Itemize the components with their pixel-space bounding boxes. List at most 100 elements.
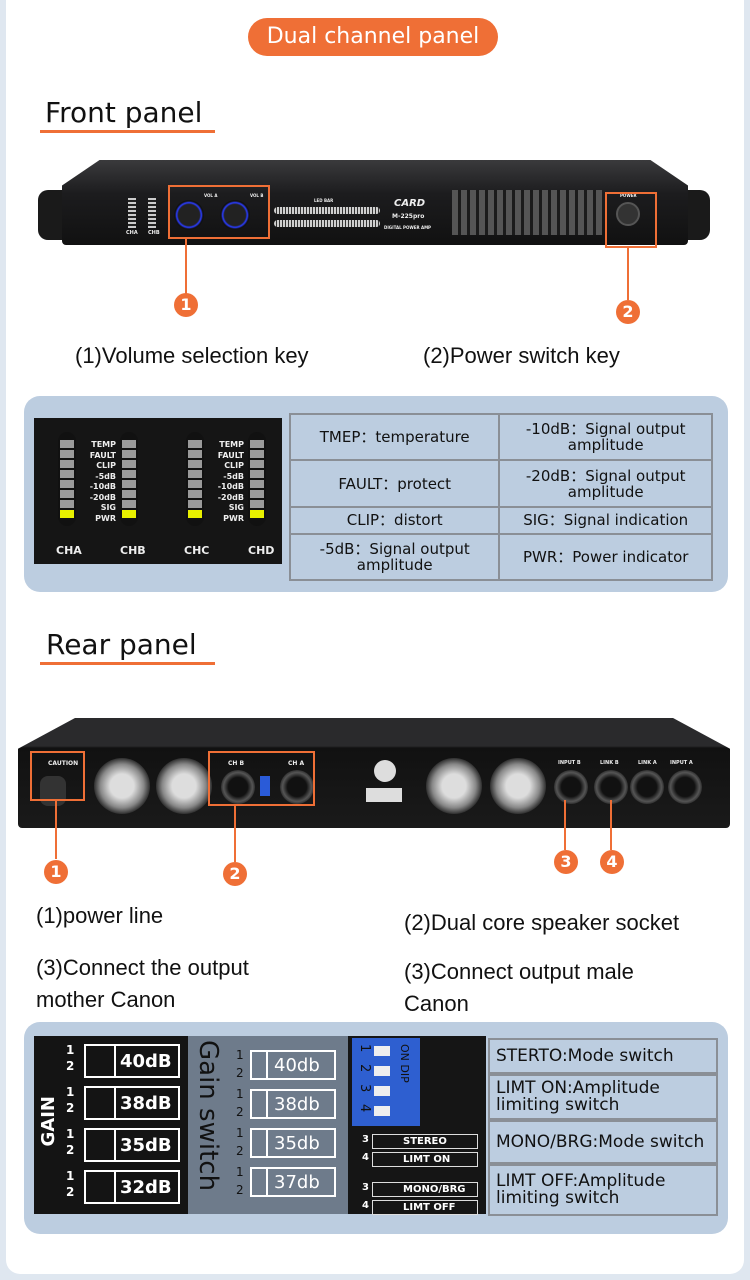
led-segment bbox=[188, 460, 202, 468]
marker-line-1 bbox=[185, 239, 187, 295]
led-label: -5dB bbox=[95, 471, 116, 481]
gain-switch-title: Gain switch bbox=[193, 1040, 223, 1192]
speakon-cha[interactable] bbox=[280, 770, 314, 804]
gain-switch-setting: 37db bbox=[250, 1167, 336, 1197]
mode-label: MONO/BRG bbox=[403, 1184, 466, 1195]
led-bar-label: LED BAR bbox=[314, 198, 334, 203]
on-label: ON bbox=[398, 1044, 411, 1061]
xlr-input-b[interactable] bbox=[554, 770, 588, 804]
legend-row: LIMT ON:Amplitude limiting switch bbox=[488, 1074, 718, 1120]
gain-value: 35db bbox=[274, 1132, 320, 1154]
led-segment bbox=[250, 450, 264, 458]
led-segment bbox=[122, 480, 136, 488]
dip-toggle[interactable] bbox=[374, 1106, 390, 1116]
brand-logo: CARD bbox=[394, 198, 426, 209]
rear-marker-line-1 bbox=[55, 801, 57, 859]
dip-toggle[interactable] bbox=[374, 1086, 390, 1096]
led-column bbox=[120, 432, 138, 526]
led-segment-power bbox=[250, 510, 264, 518]
mode-pin: 3 bbox=[362, 1134, 369, 1145]
led-label: -20dB bbox=[217, 492, 244, 502]
led-segment bbox=[188, 490, 202, 498]
gain-photo-value: 40dB bbox=[120, 1050, 172, 1072]
gain-switch-setting: 35db bbox=[250, 1128, 336, 1158]
gain-switch-setting: 38db bbox=[250, 1089, 336, 1119]
marker-line-2 bbox=[627, 248, 629, 300]
mode-label-box: LIMT OFF bbox=[372, 1200, 478, 1215]
volume-knob-a[interactable] bbox=[174, 200, 204, 230]
gain-switch-setting: 40db bbox=[250, 1050, 336, 1080]
caution-label: CAUTION bbox=[48, 760, 79, 767]
dip-position-number: 4 bbox=[357, 1104, 372, 1113]
led-label: -10dB bbox=[89, 482, 116, 491]
header-pill: Dual channel panel bbox=[248, 18, 498, 56]
led-segment bbox=[60, 490, 74, 498]
channel-label: CHB bbox=[120, 544, 146, 557]
led-label: PWR bbox=[95, 513, 116, 523]
vent-grille bbox=[452, 190, 602, 235]
gain-photo-value: 32dB bbox=[120, 1176, 172, 1198]
dip-position-number: 3 bbox=[357, 1084, 372, 1093]
led-segment bbox=[122, 450, 136, 458]
led-segment bbox=[60, 460, 74, 468]
speakon-chb[interactable] bbox=[221, 770, 255, 804]
led-label: -20dB bbox=[89, 492, 116, 502]
led-segment bbox=[188, 480, 202, 488]
fan-2 bbox=[156, 758, 212, 814]
gain-photo-switch: 38dB bbox=[84, 1086, 180, 1120]
gain-photo-value: 38dB bbox=[120, 1092, 172, 1114]
power-highlight-box bbox=[605, 192, 657, 248]
led-label: -10dB bbox=[217, 482, 244, 491]
front-panel-title: Front panel bbox=[45, 96, 203, 129]
led-label: -5dB bbox=[223, 471, 244, 481]
legend-row: STERTO:Mode switch bbox=[488, 1038, 718, 1074]
led-meter-a bbox=[128, 198, 136, 228]
rear-marker-1: 1 bbox=[44, 860, 68, 884]
led-label: TEMP bbox=[91, 440, 116, 449]
power-switch[interactable] bbox=[616, 202, 640, 226]
gain-label: GAIN bbox=[38, 1096, 59, 1147]
led-segment bbox=[250, 480, 264, 488]
xlr-link-b[interactable] bbox=[594, 770, 628, 804]
xlr-link-a[interactable] bbox=[630, 770, 664, 804]
model-subtitle: DIGITAL POWER AMP bbox=[384, 225, 431, 230]
led-segment-power bbox=[60, 510, 74, 518]
led-label: FAULT bbox=[217, 450, 244, 460]
fan-3 bbox=[426, 758, 482, 814]
dip-position-number: 1 bbox=[357, 1044, 372, 1053]
led-segment-power bbox=[122, 510, 136, 518]
gain-value: 40db bbox=[274, 1054, 320, 1076]
dip-switch[interactable] bbox=[260, 776, 270, 796]
xlr-input-a[interactable] bbox=[668, 770, 702, 804]
led-segment-power bbox=[188, 510, 202, 518]
led-label: FAULT bbox=[89, 450, 116, 460]
mode-pin: 4 bbox=[362, 1200, 369, 1211]
volume-knob-b[interactable] bbox=[220, 200, 250, 230]
led-segment bbox=[60, 450, 74, 458]
dip-toggle[interactable] bbox=[374, 1066, 390, 1076]
led-segment bbox=[188, 500, 202, 508]
dip-on-dip-label: ON DIP bbox=[398, 1044, 411, 1083]
front-title-underline bbox=[40, 130, 215, 133]
fan-1 bbox=[94, 758, 150, 814]
led-label: CLIP bbox=[96, 461, 116, 470]
rear-panel-title: Rear panel bbox=[46, 628, 197, 661]
volume-highlight-box bbox=[168, 185, 270, 239]
label-sticker bbox=[374, 760, 396, 782]
caution-sticker bbox=[366, 788, 402, 802]
mode-pin: 4 bbox=[362, 1152, 369, 1163]
dip-toggle[interactable] bbox=[374, 1046, 390, 1056]
led-segment bbox=[122, 500, 136, 508]
rear-amplifier-image: CAUTION CH B CH A INPUT B LINK B LINK A … bbox=[18, 718, 730, 828]
mode-label-box: STEREO bbox=[372, 1134, 478, 1149]
